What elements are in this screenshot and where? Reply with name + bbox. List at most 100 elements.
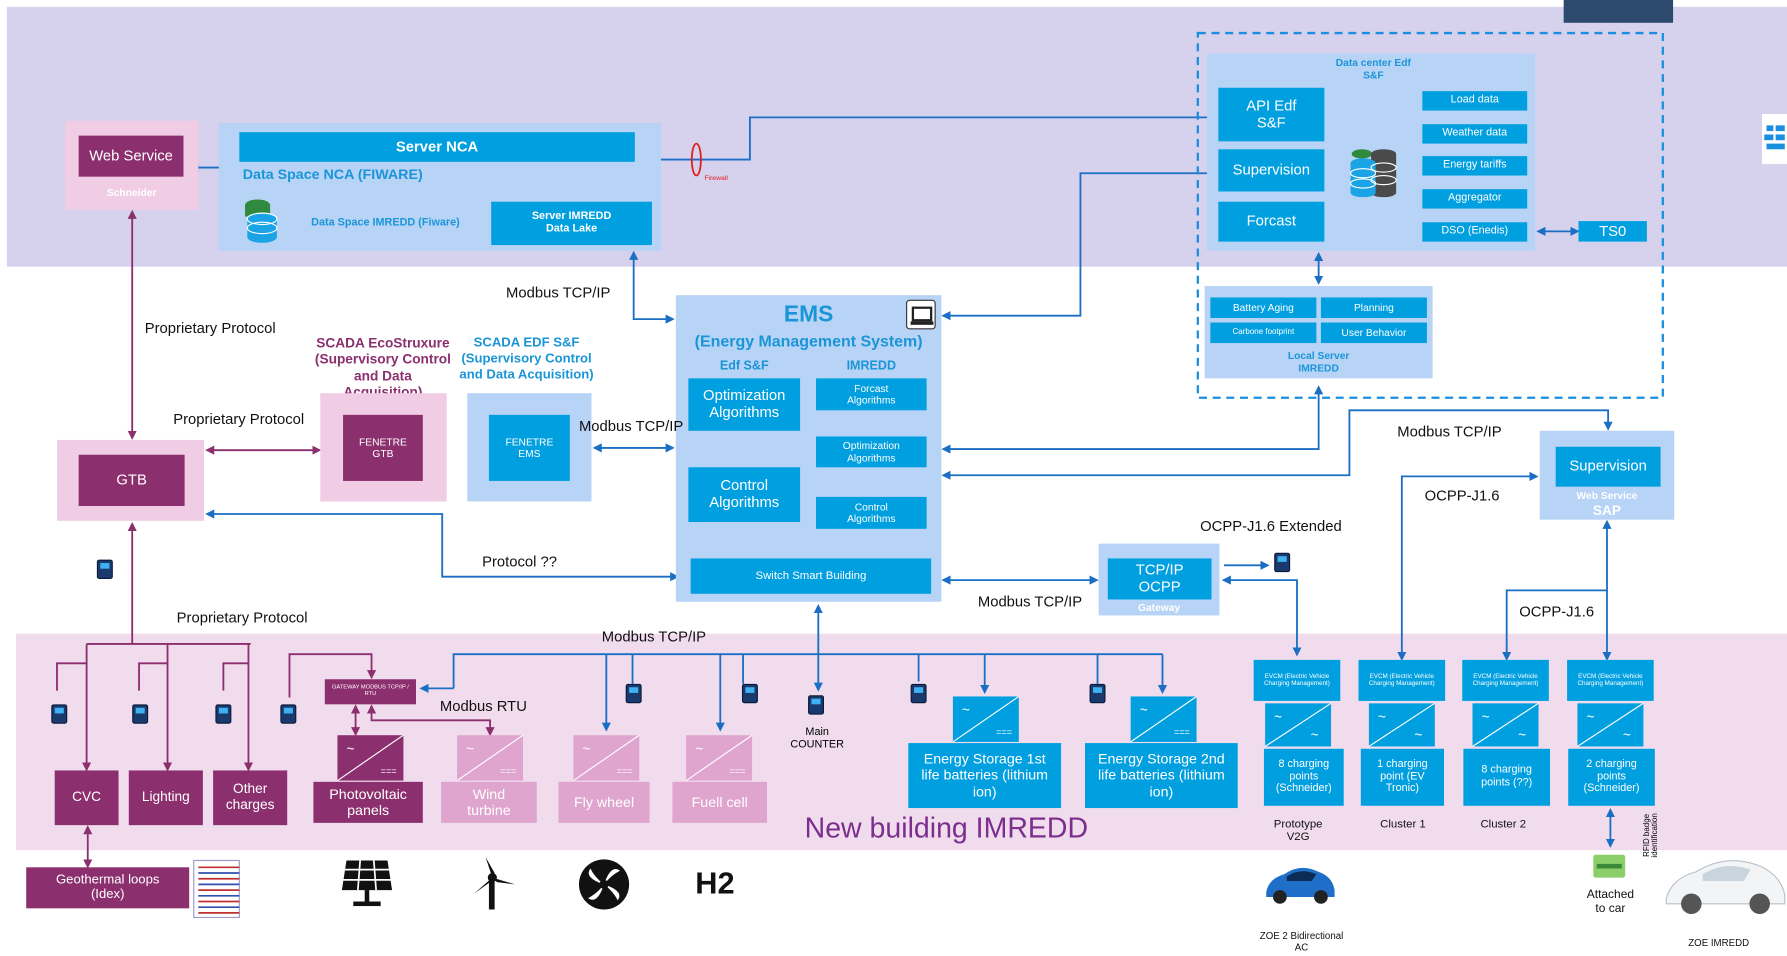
fenetre-gtb-box: FENETRE GTB [343,414,423,481]
evcm-box: EVCM (Electric Vehicle Charging Manageme… [1253,659,1341,701]
control-algo-box: Control Algorithms [816,496,927,529]
charging-points-box: 8 charging points (??) [1463,748,1550,806]
ems-col1-title: Edf S&F [719,359,769,373]
zoe-imredd-car-icon [1665,860,1786,915]
modbus-gateway-box: GATEWAY MODBUS TCP/IP / RTU [324,679,416,705]
caption-zoe2: ZOE 2 Bidirectional AC [1259,929,1344,953]
svg-text:===: === [381,766,397,776]
svg-text:~: ~ [1518,728,1526,743]
charging-points-box: 2 charging points (Schneider) [1568,748,1655,806]
server-imredd-box: Server IMREDD Data Lake [491,201,652,246]
svg-text:~: ~ [1274,709,1282,724]
wind-box: Wind turbine [441,781,537,823]
web-service-sub: Schneider [106,186,157,199]
gtb-box: GTB [78,454,185,507]
charger-inverter-icon: ~~ [1577,703,1644,747]
meter-icon [215,704,232,724]
meter-icon [625,683,642,704]
gateway-box: TCP/IP OCPP [1107,558,1212,600]
imredd-space-label: Data Space IMREDD (Fiware) [311,216,460,230]
fenetre-ems-box: FENETRE EMS [488,414,570,481]
dso-box: DSO (Enedis) [1422,222,1528,242]
svg-text:~: ~ [1414,728,1422,743]
database-icon [239,196,287,246]
label-proprietary-1: Proprietary Protocol [144,319,276,337]
control-box: Control Algorithms [688,467,801,522]
meter-icon [741,683,758,704]
label-modbus-top: Modbus TCP/IP [506,283,611,301]
label-protocol-q: Protocol ?? [482,552,558,570]
svg-text:~: ~ [1623,728,1631,743]
computer-icon [906,299,936,330]
optimization-box: Optimization Algorithms [688,378,801,431]
label-ocpp-1: OCPP-J1.6 [1424,486,1500,504]
gateway-sub: Gateway [1137,601,1181,614]
firewall-label: Firewall [704,175,728,183]
meter-icon [1089,683,1106,704]
ems-col2-title: IMREDD [846,359,897,373]
svg-text:~: ~ [346,741,354,756]
partner-logo [1761,113,1787,165]
cvc-box: CVC [54,770,119,826]
meter-icon [910,683,927,704]
tso-box: TS0 [1578,221,1647,242]
geothermal-box: Geothermal loops (Idex) [26,867,190,909]
label-modbus-right: Modbus TCP/IP [1397,422,1502,440]
label-main-counter: Main COUNTER [790,725,844,752]
api-box: API Edf S&F [1218,87,1325,142]
caption-prototype: Prototype V2G [1273,818,1323,844]
battery-aging-box: Battery Aging [1210,297,1317,318]
header-photo-strip [1563,0,1674,23]
label-modbus-bus: Modbus TCP/IP [601,627,707,646]
aggregator-box: Aggregator [1422,189,1528,209]
sap-sub1: Web Service [1576,490,1638,502]
sap-sub2: SAP [1592,502,1622,519]
meter-icon [96,559,113,579]
geothermal-loops-icon [193,859,240,919]
fuel-cell-box: Fuell cell [672,781,768,823]
scada-eco-title: SCADA EcoStruxure (Supervisory Control a… [314,335,451,400]
other-charges-box: Other charges [213,770,288,826]
fly-wheel-box: Fly wheel [558,781,650,823]
dc-database-icon [1348,145,1400,200]
wind-turbine-icon [474,857,516,910]
meter-icon [51,704,68,724]
fly-wheel-icon [578,859,630,910]
caption-zoe-imredd: ZOE IMREDD [1688,936,1750,949]
inverter-icon: ~=== [457,735,524,781]
charging-points-box: 8 charging points (Schneider) [1263,748,1344,806]
solar-panel-icon [341,860,393,907]
data-center-title: Data center Edf S&F [1335,56,1411,81]
web-service-box: Web Service [78,135,184,177]
label-proprietary-2: Proprietary Protocol [173,410,305,428]
svg-text:~: ~ [1586,709,1594,724]
inverter-icon: ~=== [1130,696,1197,742]
svg-text:===: === [729,766,745,776]
svg-text:~: ~ [695,741,703,756]
ems-subtitle: (Energy Management System) [694,331,923,350]
caption-attached: Attached to car [1586,887,1635,916]
energy-tariffs-box: Energy tariffs [1422,156,1528,176]
label-ocpp-2: OCPP-J1.6 [1519,602,1595,620]
svg-text:===: === [996,727,1012,737]
ems-title: EMS [783,302,834,328]
svg-text:~: ~ [1378,709,1386,724]
label-proprietary-3: Proprietary Protocol [176,608,308,626]
charger-inverter-icon: ~~ [1472,703,1539,747]
label-modbus-gateway: Modbus TCP/IP [977,592,1083,610]
svg-text:~: ~ [466,741,474,756]
switch-box: Switch Smart Building [690,558,932,594]
charger-inverter-icon: ~~ [1368,703,1435,747]
forcast-algo-box: Forcast Algorithms [816,378,927,411]
sap-supervision-box: Supervision [1555,446,1661,487]
scada-edf-title: SCADA EDF S&F (Supervisory Control and D… [459,336,594,382]
storage-1-box: Energy Storage 1st life batteries (lithi… [908,743,1062,809]
zoe-car-icon [1266,867,1335,904]
dc-forcast-box: Forcast [1218,201,1325,242]
charging-points-box: 1 charging point (EV Tronic) [1360,748,1444,806]
charger-inverter-icon: ~~ [1265,703,1332,747]
storage-2-box: Energy Storage 2nd life batteries (lithi… [1084,743,1238,809]
caption-cluster-2: Cluster 2 [1480,818,1527,831]
